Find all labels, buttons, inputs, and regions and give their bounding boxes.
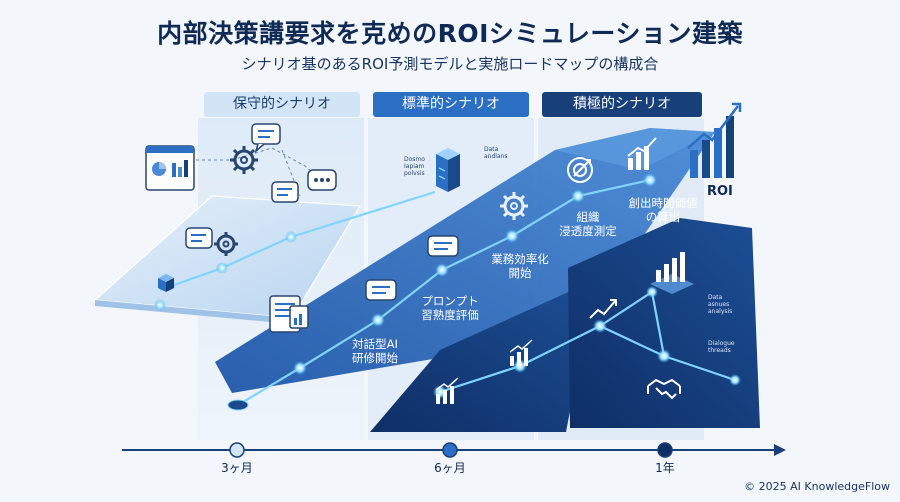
- caption-line: Dosmo: [404, 156, 425, 163]
- handshake-icon: [647, 378, 681, 400]
- node: [657, 349, 671, 363]
- node: [154, 299, 166, 311]
- node: [371, 313, 385, 327]
- scenario-label-aggressive: 積極的シナリオ: [542, 92, 702, 117]
- dark-chart-caption: Data asnues analysis: [708, 294, 732, 315]
- platform-aggressive-upper: [568, 218, 760, 428]
- bar-chart-rising-icon: [627, 137, 657, 170]
- chat-bubble-icon: [365, 279, 397, 301]
- caption-line: andlans: [484, 153, 508, 160]
- bar-chart-rising-icon: [509, 339, 533, 366]
- timeline-marker-6m: [442, 442, 458, 458]
- platform-aggressive-lower: [370, 280, 595, 432]
- node: [285, 231, 297, 243]
- chat-bubble-icon: [307, 169, 337, 191]
- milestone-line: 創出時間価値: [628, 196, 698, 210]
- bar-chart-rising-icon: [435, 377, 459, 404]
- milestone-line: 浸透度測定: [559, 224, 617, 238]
- path-nodes: [154, 173, 741, 411]
- timeline-marker-3m: [229, 442, 245, 458]
- milestone-line: 組織: [576, 210, 600, 224]
- milestone-line: 業務効率化: [491, 252, 549, 266]
- node: [505, 229, 519, 243]
- chat-bubble-icon: [271, 181, 299, 203]
- server-caption-right: Data andlans: [484, 146, 508, 160]
- timeline-label-3m: 3ヶ月: [221, 461, 253, 475]
- milestone-prompt: プロンプト 習熟度評価: [410, 294, 490, 322]
- dashboard-icon: [269, 295, 309, 333]
- bar-chart-rising-icon: [650, 252, 694, 294]
- timeline-label-1y: 1年: [655, 461, 675, 475]
- timeline-marker-1y: [657, 442, 673, 458]
- chat-bubble-icon: [251, 123, 281, 154]
- dashboard-icon: [145, 145, 195, 191]
- node: [216, 262, 228, 274]
- milestone-efficiency: 業務効率化 開始: [480, 252, 560, 280]
- chat-bubble-icon: [185, 227, 213, 249]
- caption-line: Data: [708, 294, 723, 301]
- timeline-label-6m: 6ヶ月: [434, 461, 466, 475]
- milestone-line: の算出: [645, 210, 681, 224]
- milestone-line: 習熟度評価: [421, 308, 479, 322]
- node: [227, 399, 249, 411]
- node: [435, 263, 449, 277]
- server-icon: [436, 148, 460, 192]
- node: [593, 319, 607, 333]
- node: [293, 361, 307, 375]
- milestone-line: 開始: [508, 266, 532, 280]
- node: [646, 286, 658, 298]
- milestone-line: 対話型AI: [352, 337, 398, 351]
- milestone-value: 創出時間価値 の算出: [618, 196, 708, 224]
- copyright-footer: © 2025 AI KnowledgeFlow: [744, 480, 890, 493]
- milestone-line: 研修開始: [352, 351, 398, 365]
- gear-icon: [230, 146, 258, 174]
- gear-icon: [500, 192, 528, 220]
- scenario-label-standard: 標準的シナリオ: [373, 92, 529, 117]
- milestone-penetration: 組織 浸透度測定: [548, 210, 628, 238]
- bar-chart-rising-icon: [687, 102, 742, 178]
- caption-line: polvsis: [404, 170, 425, 177]
- node: [643, 173, 657, 187]
- node: [571, 189, 585, 203]
- scenario-label-conservative: 保守的シナリオ: [204, 92, 360, 117]
- platform-standard-top: [555, 128, 715, 170]
- cube-icon: [158, 274, 174, 292]
- platform-conservative-edge: [95, 300, 292, 324]
- target-icon: [567, 157, 593, 183]
- server-caption-left: Dosmo Iapiam polvsis: [404, 156, 425, 177]
- chat-bubble-icon: [427, 235, 459, 257]
- dark-dialogue-caption: Dialogue threads: [708, 340, 735, 354]
- bar-chart-rising-icon: [589, 299, 617, 319]
- caption-line: analysis: [708, 308, 733, 315]
- milestone-line: プロンプト: [421, 294, 479, 308]
- page-subtitle: シナリオ基のあるROI予測モデルと実施ロードマップの構成合: [241, 55, 659, 73]
- node: [729, 374, 741, 386]
- caption-line: threads: [708, 347, 731, 354]
- caption-line: Dialogue: [708, 340, 735, 347]
- timeline: [122, 442, 786, 458]
- roi-label: ROI: [707, 184, 733, 199]
- gear-icon: [214, 232, 238, 256]
- page-title: 内部決策講要求を克めのROIシミュレーション建築: [157, 19, 743, 48]
- caption-line: Iapiam: [404, 163, 425, 170]
- caption-line: asnues: [708, 301, 730, 308]
- milestone-dialogue: 対話型AI 研修開始: [340, 337, 410, 365]
- caption-line: Data: [484, 146, 499, 153]
